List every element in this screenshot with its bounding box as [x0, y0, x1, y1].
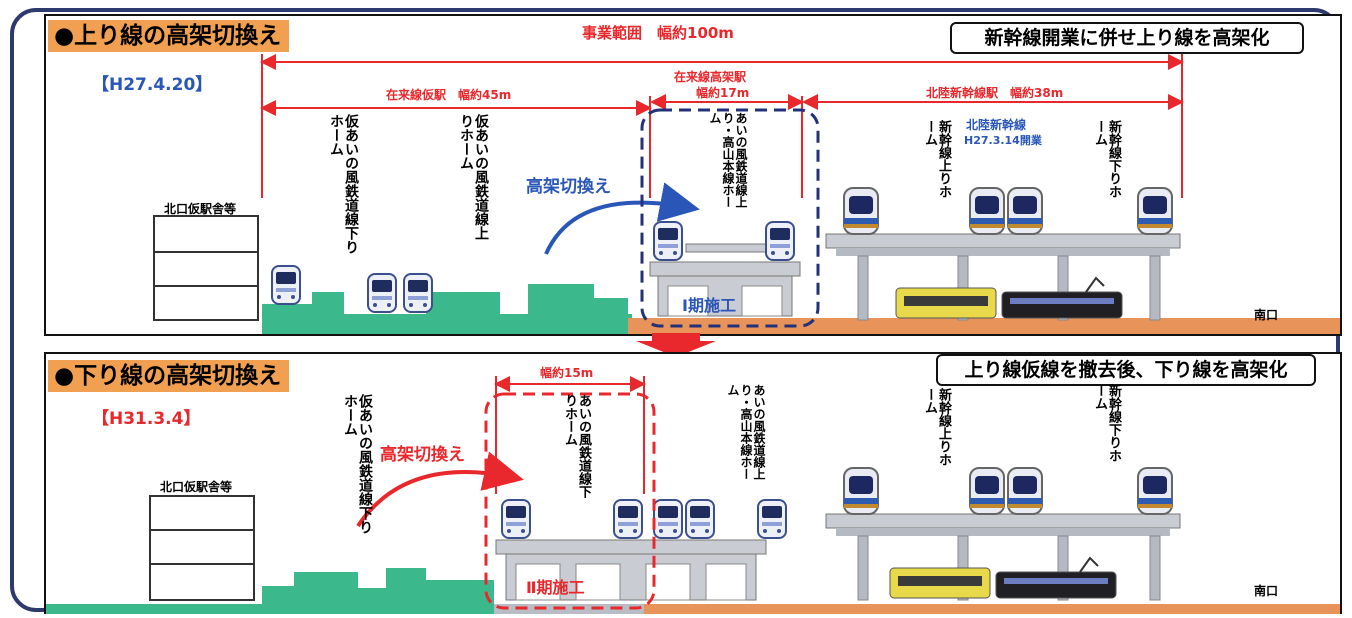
south-exit-label: 南口: [1254, 308, 1279, 322]
shinkansen-icon: [1137, 467, 1173, 515]
tram-black-icon: [1001, 276, 1123, 319]
range-temp-label: 在来線仮駅 幅約45m: [386, 88, 512, 102]
train-icon: [685, 499, 715, 539]
north-building: [149, 495, 255, 601]
train-icon: [613, 499, 643, 539]
shin-up-platform-label: 新幹線上りホーム: [922, 120, 951, 198]
shinkansen-icon: [1007, 467, 1043, 515]
temp-up-platform-label: 仮あいの風鉄道線上りホーム: [458, 114, 489, 240]
train-icon: [501, 499, 531, 539]
north-building: [153, 215, 259, 321]
temp-platforms-ground: [262, 284, 628, 316]
elevated-ground: [628, 318, 1340, 334]
elevated-ground: [644, 604, 1340, 614]
phase2-highlight: [484, 392, 656, 610]
panel2-date: 【H31.3.4】: [92, 409, 201, 429]
north-building-label: 北口仮駅舎等: [160, 480, 233, 494]
train-icon: [653, 221, 683, 261]
range-elev-width: 幅約17m: [696, 86, 750, 100]
tram-yellow-icon: [895, 287, 997, 319]
panel2-title: ●下り線の高架切換え: [48, 360, 290, 392]
temp-down-ground: [46, 568, 494, 614]
panel1-date: 【H27.4.20】: [92, 75, 213, 95]
transition-arrow: [636, 333, 716, 357]
tram-yellow-icon: [889, 567, 991, 599]
train-icon: [403, 273, 433, 313]
range-total-label: 事業範囲 幅約100m: [582, 24, 734, 42]
train-icon: [765, 221, 795, 261]
panel-down-line: ●下り線の高架切換え 上り線仮線を撤去後、下り線を高架化 【H31.3.4】 幅…: [44, 352, 1342, 614]
tram-black-icon: [995, 556, 1117, 599]
temp-down-platform-label: 仮あいの風鉄道線下りホーム: [342, 394, 373, 534]
shinkansen-icon: [843, 187, 879, 235]
elev-platform-label: あいの風鉄道線上り・高山本線ホーム: [726, 384, 766, 480]
shinkansen-icon: [969, 187, 1005, 235]
shin-down-platform-label: 新幹線下りホーム: [1092, 384, 1121, 462]
new-down-platform-label: あいの風鉄道線下りホーム: [562, 394, 591, 498]
shin-open-date: H27.3.14開業: [964, 134, 1042, 147]
shinkansen-icon: [1137, 187, 1173, 235]
range-width-label: 幅約15m: [540, 366, 594, 380]
panel1-title: ●上り線の高架切換え: [48, 20, 290, 52]
shinkansen-icon: [843, 467, 879, 515]
shin-name: 北陸新幹線: [966, 118, 1027, 132]
panel1-note: 新幹線開業に併せ上り線を高架化: [950, 22, 1304, 54]
switch-arrow-red: [356, 451, 524, 528]
switch-label-blue: 高架切換え: [526, 177, 611, 197]
switch-label-red: 高架切換え: [380, 445, 465, 465]
panel-up-line: ●上り線の高架切換え 新幹線開業に併せ上り線を高架化 【H27.4.20】 事業…: [44, 14, 1342, 336]
panel2-note: 上り線仮線を撤去後、下り線を高架化: [936, 354, 1316, 386]
range-shin-label: 北陸新幹線駅 幅約38m: [926, 86, 1064, 100]
south-exit-label: 南口: [1254, 584, 1279, 598]
shin-up-platform-label: 新幹線上りホーム: [922, 388, 951, 466]
switch-arrow-blue: [544, 182, 700, 255]
panel-down-line-drawing: [46, 376, 1340, 614]
north-building-label: 北口仮駅舎等: [164, 202, 237, 216]
elev-platform-label: あいの風鉄道線上り・高山本線ホーム: [708, 112, 748, 208]
train-icon: [271, 265, 301, 305]
train-icon: [367, 273, 397, 313]
train-icon: [653, 499, 683, 539]
phase1-label: Ⅰ期施工: [682, 296, 736, 315]
shinkansen-icon: [969, 467, 1005, 515]
panel-up-line-drawing: [46, 54, 1340, 334]
range-elev-label: 在来線高架駅: [674, 70, 747, 84]
shin-down-platform-label: 新幹線下りホーム: [1092, 120, 1121, 198]
shinkansen-icon: [1007, 187, 1043, 235]
train-icon: [757, 499, 787, 539]
temp-down-platform-label: 仮あいの風鉄道線下りホーム: [328, 114, 359, 254]
phase2-label: Ⅱ期施工: [526, 578, 585, 597]
phase1-highlight: [640, 108, 820, 328]
